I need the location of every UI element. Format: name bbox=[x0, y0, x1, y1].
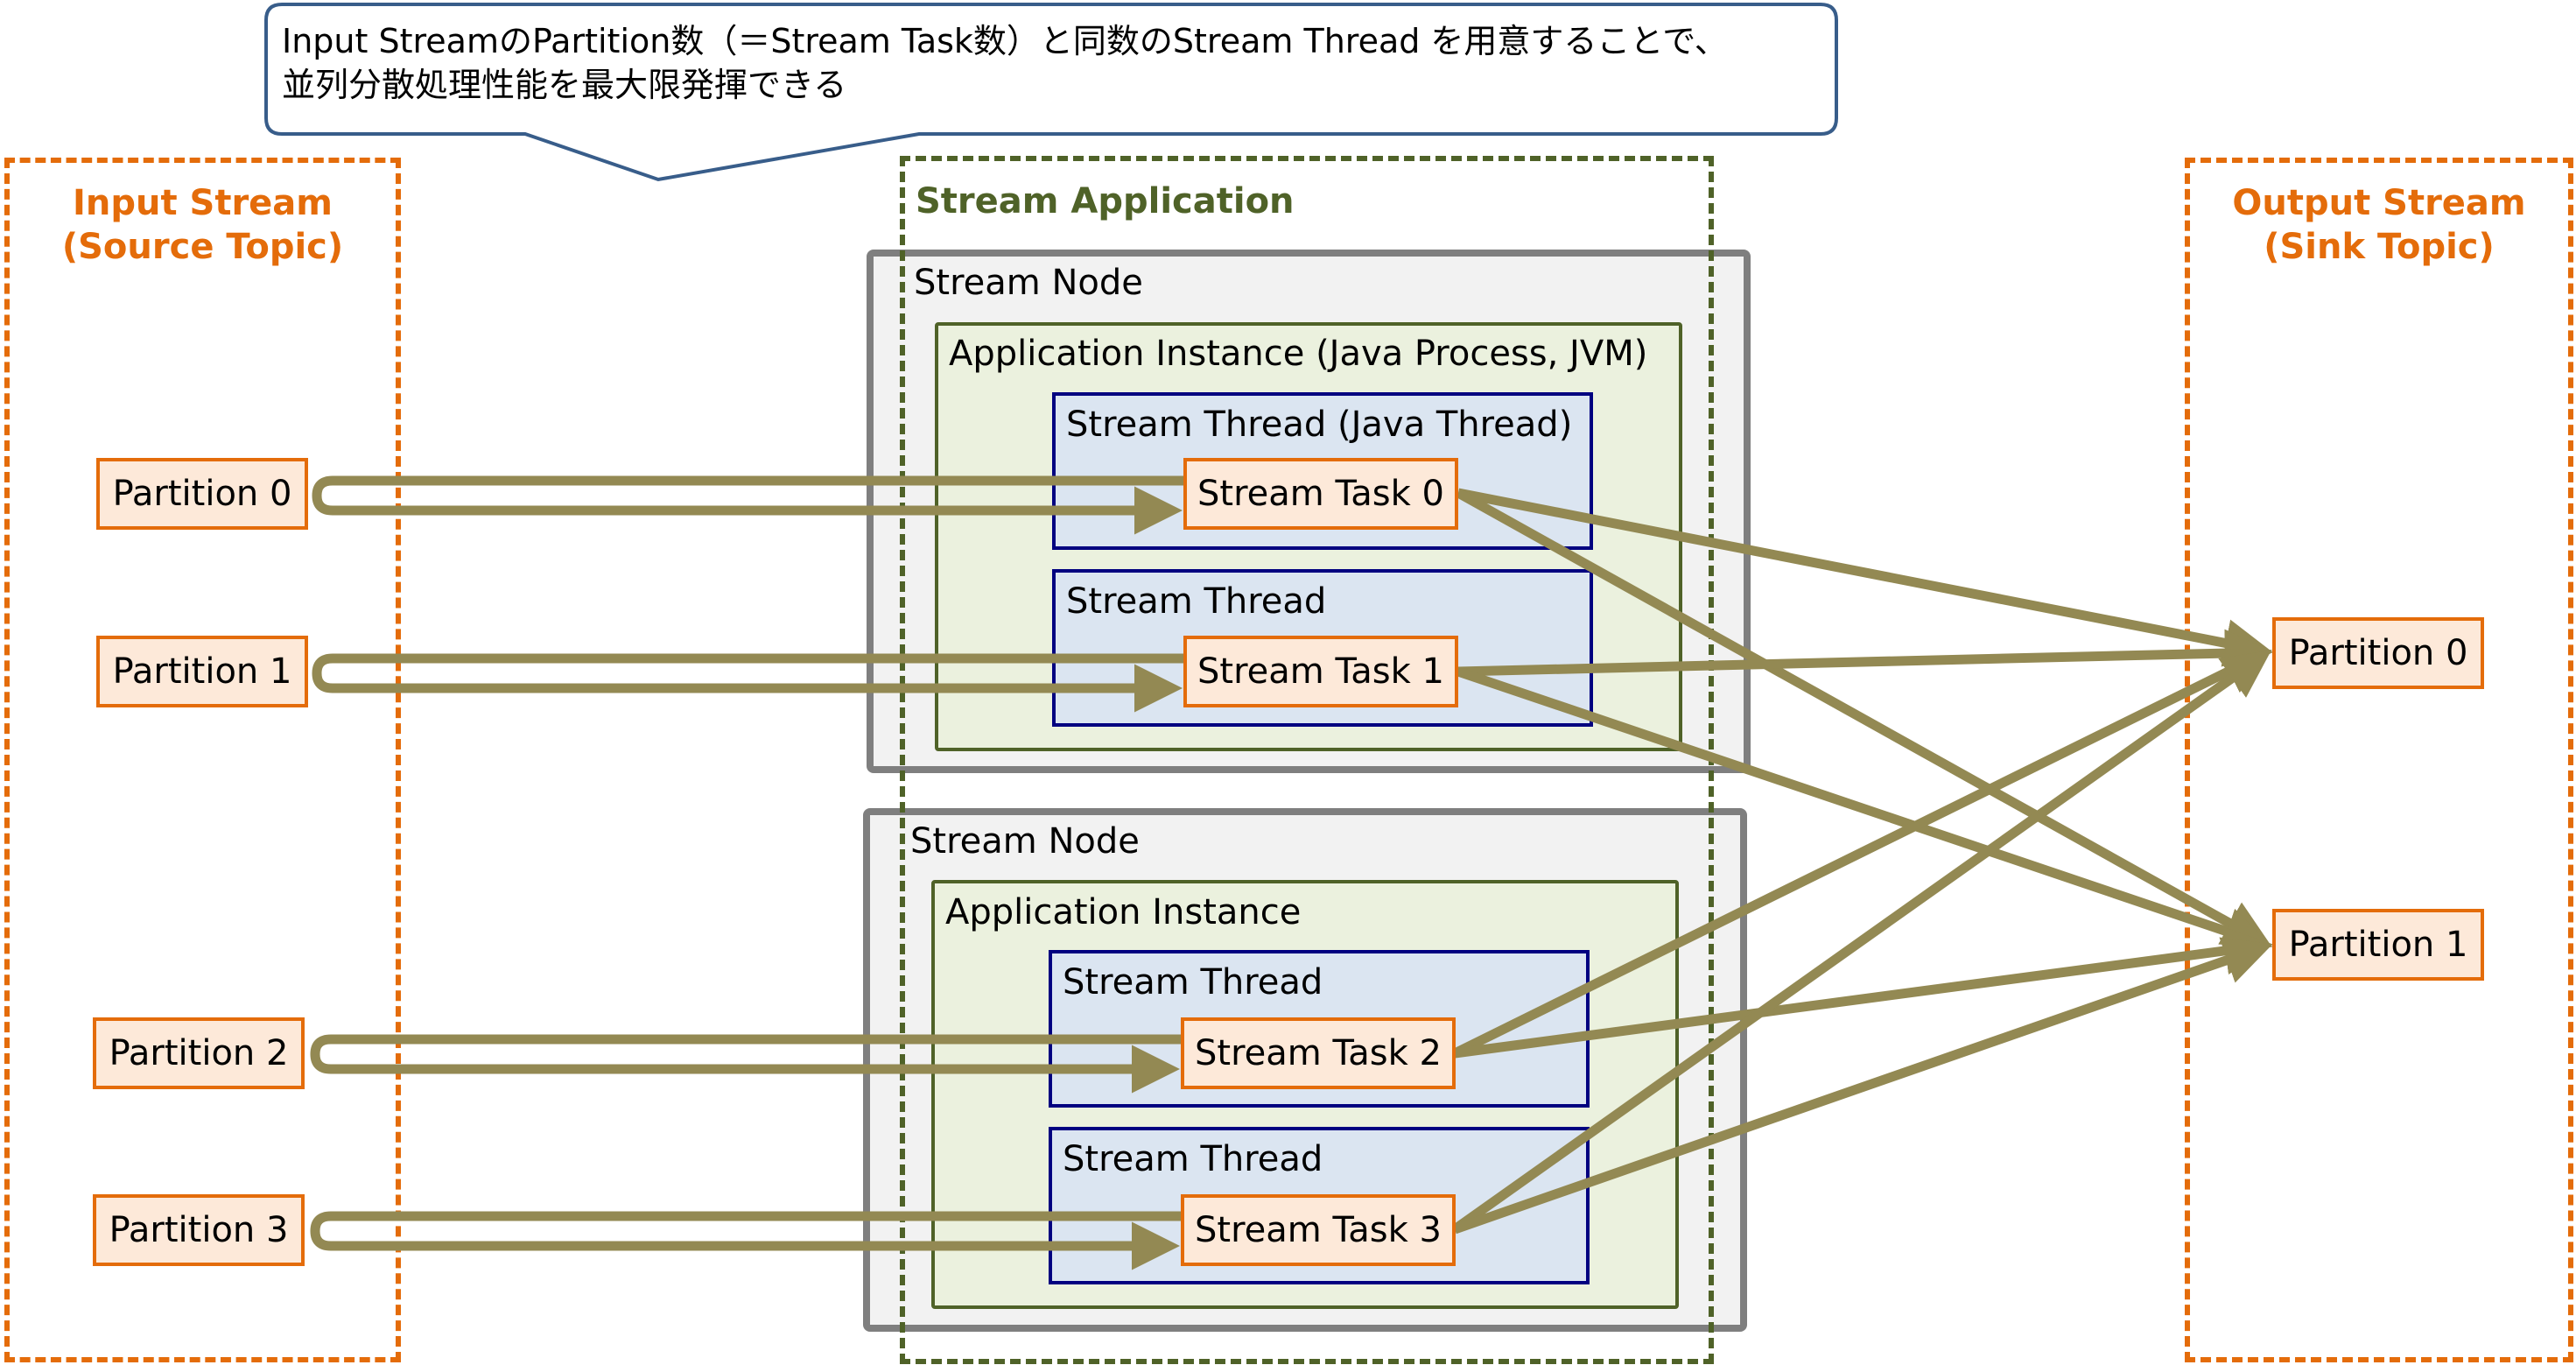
output-partition-0: Partition 0 bbox=[2272, 617, 2484, 689]
stream-task-3: Stream Task 3 bbox=[1181, 1194, 1456, 1266]
output-link-task0-p0 bbox=[1456, 488, 2273, 667]
stream-thread-1-label: Stream Thread bbox=[1066, 581, 1327, 622]
input-stream-title: Input Stream (Source Topic) bbox=[61, 183, 344, 267]
stream-task-2: Stream Task 2 bbox=[1181, 1017, 1456, 1089]
callout-line-2: 並列分散処理性能を最大限発揮できる bbox=[282, 66, 847, 104]
input-link-3 bbox=[310, 1211, 1181, 1270]
input-partition-3: Partition 3 bbox=[93, 1194, 305, 1266]
output-link-task0-p1 bbox=[1456, 489, 2272, 947]
input-link-0 bbox=[312, 475, 1183, 535]
callout-line-1: Input StreamのPartition数（＝Stream Task数）と同… bbox=[282, 22, 1728, 60]
stream-application-title: Stream Application bbox=[916, 181, 1295, 222]
input-link-2 bbox=[310, 1034, 1181, 1094]
input-partition-0: Partition 0 bbox=[96, 458, 308, 530]
stream-thread-2-label: Stream Thread bbox=[1063, 962, 1323, 1003]
application-instance-2-label: Application Instance bbox=[945, 892, 1302, 932]
output-partition-1: Partition 1 bbox=[2272, 909, 2484, 981]
stream-node-1-label: Stream Node bbox=[914, 263, 1143, 303]
output-link-task3-p1 bbox=[1453, 937, 2273, 1235]
output-link-task3-p0 bbox=[1451, 650, 2271, 1234]
output-link-task2-p0 bbox=[1452, 649, 2272, 1058]
stream-thread-0-label: Stream Thread (Java Thread) bbox=[1066, 405, 1573, 445]
stream-task-0: Stream Task 0 bbox=[1183, 458, 1458, 530]
stream-node-2-label: Stream Node bbox=[910, 821, 1140, 862]
stream-task-1: Stream Task 1 bbox=[1183, 636, 1458, 707]
input-stream-region bbox=[4, 158, 401, 1362]
output-stream-region bbox=[2185, 158, 2573, 1362]
input-link-1 bbox=[312, 653, 1183, 713]
input-partition-2: Partition 2 bbox=[93, 1017, 305, 1089]
callout-text: Input StreamのPartition数（＝Stream Task数）と同… bbox=[282, 19, 1822, 107]
application-instance-1-label: Application Instance (Java Process, JVM) bbox=[949, 334, 1648, 374]
output-stream-title: Output Stream (Sink Topic) bbox=[2232, 183, 2526, 267]
output-link-task2-p1 bbox=[1454, 926, 2273, 1059]
stream-thread-3-label: Stream Thread bbox=[1063, 1139, 1323, 1179]
input-partition-1: Partition 1 bbox=[96, 636, 308, 707]
output-link-task1-p0 bbox=[1457, 629, 2273, 678]
output-link-task1-p1 bbox=[1456, 666, 2273, 954]
